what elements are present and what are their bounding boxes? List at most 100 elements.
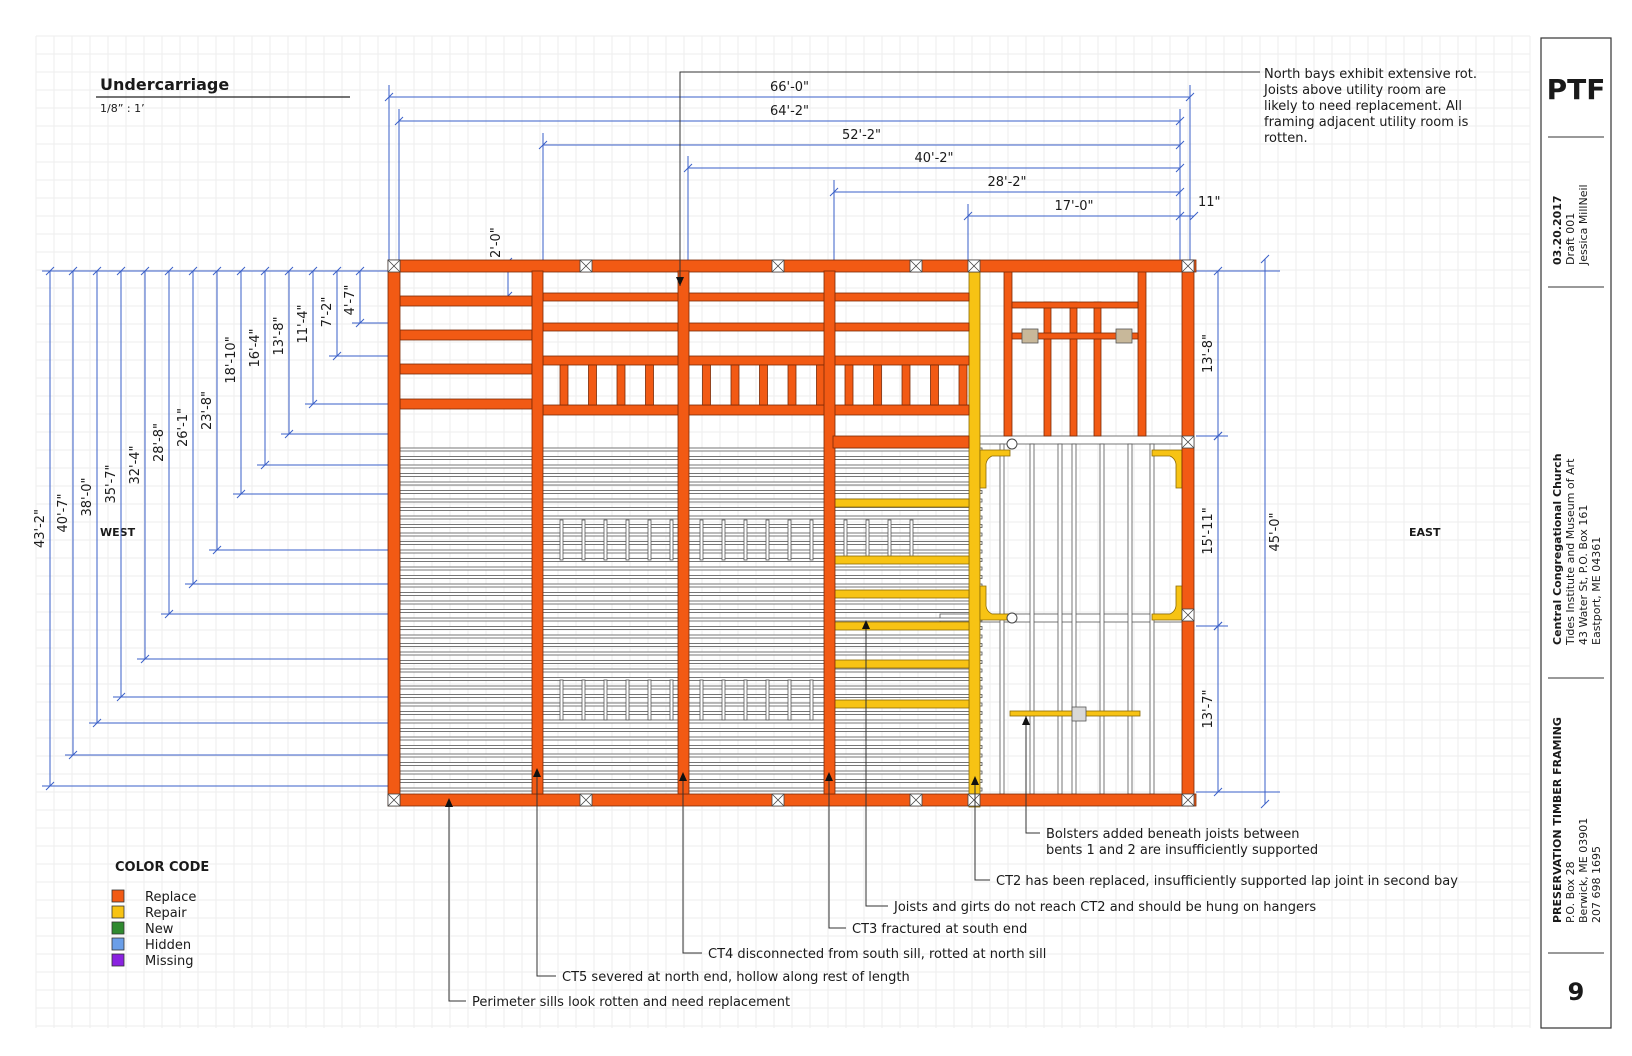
leader-arrow — [971, 776, 979, 785]
sill-joint-x — [579, 793, 593, 807]
blocking — [721, 679, 726, 721]
leader-line — [828, 776, 846, 929]
legend-swatch — [111, 905, 125, 919]
note-ct4: CT4 disconnected from south sill, rotted… — [708, 947, 1046, 962]
blocking — [843, 519, 848, 561]
utility-header — [1011, 301, 1139, 309]
inner-dim-label: 2'-0" — [489, 227, 504, 258]
west-label: WEST — [100, 526, 136, 539]
dim-tick — [1189, 211, 1199, 221]
peg-north — [1006, 438, 1018, 450]
legend-label: Missing — [145, 954, 193, 969]
north-blocking — [702, 364, 711, 406]
repair-joist-3 — [832, 589, 970, 599]
top-dim-label: 64'-2" — [770, 104, 809, 119]
tb-date: 03.20.2017 — [1551, 195, 1564, 265]
dim-tick — [1175, 116, 1185, 126]
legend-title: COLOR CODE — [115, 860, 209, 875]
framing-plan — [387, 259, 1197, 808]
leader-arrow — [1022, 716, 1030, 725]
utility-block-1 — [1021, 328, 1039, 344]
leader-arrow — [676, 277, 684, 286]
note-ct3: CT3 fractured at south end — [852, 922, 1027, 937]
dim-tick — [236, 489, 246, 499]
blocking — [787, 519, 792, 561]
note-joists: Joists and girts do not reach CT2 and sh… — [893, 900, 1316, 915]
north-blocking — [588, 364, 597, 406]
leader-arrow — [445, 798, 453, 807]
dim-tick — [683, 163, 693, 173]
repair-joist-4 — [832, 621, 970, 631]
east-joist — [1071, 443, 1077, 795]
west-joist — [399, 694, 983, 698]
west-sill — [387, 259, 401, 807]
north-joist-west — [399, 329, 533, 341]
note-sills: Perimeter sills look rotten and need rep… — [472, 995, 790, 1010]
west-joist — [399, 515, 983, 520]
dim-tick — [45, 781, 55, 791]
sill-joint-x — [1181, 259, 1195, 273]
left-dim-label: 32'-4" — [128, 445, 143, 484]
blocking — [865, 519, 870, 561]
blocking — [699, 519, 704, 561]
west-joist — [399, 736, 983, 741]
blocking — [809, 519, 814, 561]
sill-joint-x — [387, 259, 401, 273]
north-joist-west — [399, 363, 533, 375]
north-blocking — [730, 364, 740, 406]
left-dim-label: 38'-0" — [80, 477, 95, 516]
post-joint-x — [1181, 435, 1195, 449]
west-joist — [399, 473, 983, 477]
left-dim-label: 18'-10" — [224, 336, 239, 383]
north-blocking — [873, 364, 882, 406]
left-dim-label: 35'-7" — [104, 464, 119, 503]
note-north-bays: North bays exhibit extensive rot. Joists… — [1263, 67, 1481, 146]
dim-tick — [1213, 621, 1223, 631]
west-joist — [399, 566, 983, 571]
west-joist — [399, 609, 983, 613]
west-joist — [399, 643, 983, 647]
sheet-number: 9 — [1568, 978, 1585, 1006]
tb-firm-group: PRESERVATION TIMBER FRAMING P.O. Box 28 … — [1551, 717, 1603, 923]
leader-arrow — [679, 772, 687, 781]
legend-label: New — [145, 922, 174, 937]
west-joist — [399, 532, 983, 537]
leader-line — [865, 624, 888, 907]
knee-brace-nw — [979, 449, 1011, 489]
top-dim-label: 66'-0" — [770, 80, 809, 95]
north-blocking — [844, 364, 854, 406]
blocking — [787, 679, 792, 721]
blocking — [625, 679, 630, 721]
north-blocking — [930, 364, 939, 406]
legend-swatch — [111, 889, 125, 903]
dim-tick — [1260, 799, 1270, 809]
blocking — [765, 679, 770, 721]
repair-joist-5 — [832, 659, 970, 669]
blocking — [647, 519, 652, 561]
dim-tick — [260, 460, 270, 470]
east-joist — [1127, 443, 1133, 795]
note-bolsters-1: Bolsters added beneath joists between — [1046, 827, 1300, 842]
tb-project: Central Congregational Church — [1551, 453, 1564, 645]
background-grid — [35, 35, 1531, 1028]
south-sill — [387, 793, 1197, 807]
note-north-line-3: likely to need replacement. All — [1264, 99, 1462, 114]
west-joist — [399, 779, 983, 783]
dim-tick — [538, 140, 548, 150]
right-dim-label: 13'-7" — [1201, 689, 1216, 728]
dim-tick — [1175, 140, 1185, 150]
dim-tick — [1175, 187, 1185, 197]
right-dim-label: 15'-11" — [1201, 507, 1216, 554]
north-blocking — [901, 364, 911, 406]
dim-tick — [332, 351, 342, 361]
blocking — [559, 679, 564, 721]
sill-joint-x — [909, 793, 923, 807]
north-girt — [542, 292, 970, 302]
utility-header — [1011, 332, 1139, 340]
dim-tick — [308, 399, 318, 409]
tb-firm-box: P.O. Box 28 — [1564, 861, 1577, 923]
blocking — [581, 679, 586, 721]
note-north-line-2: Joists above utility room are — [1263, 83, 1446, 98]
tb-address2: Eastport, ME 04361 — [1590, 537, 1603, 645]
